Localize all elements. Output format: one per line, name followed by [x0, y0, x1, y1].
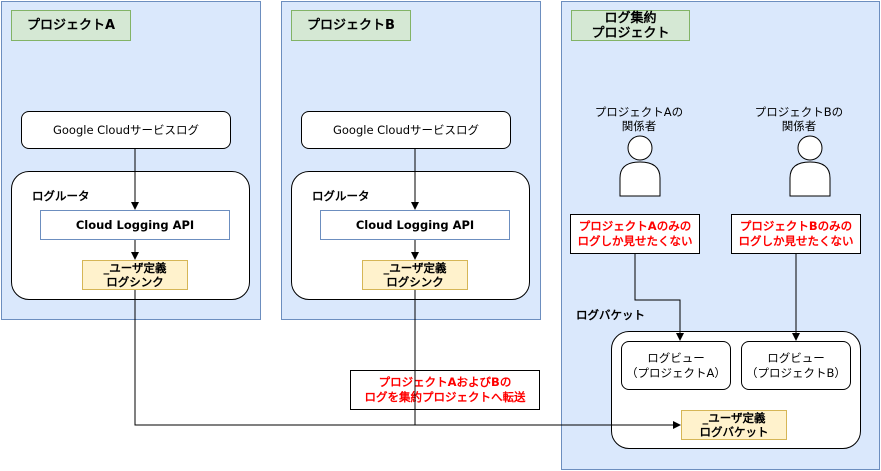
- note-a: プロジェクトAのみの ログしか見せたくない: [570, 214, 700, 254]
- project-a-log-sink: _ユーザ定義 ログシンク: [82, 260, 188, 290]
- project-b-log-sink: _ユーザ定義 ログシンク: [362, 260, 468, 290]
- transfer-note: プロジェクトAおよびBの ログを集約プロジェクトへ転送: [350, 370, 540, 410]
- user-defined-log-bucket: _ユーザ定義 ログバケット: [681, 410, 787, 440]
- arrow-a-sink-to-bucket: [134, 290, 681, 429]
- project-a-router-label: ログルータ: [32, 189, 90, 203]
- project-a-service-logs: Google Cloudサービスログ: [21, 111, 231, 149]
- person-b-icon: [789, 135, 831, 197]
- project-b-router-label: ログルータ: [312, 189, 370, 203]
- log-view-a: ログビュー （プロジェクトA）: [621, 341, 731, 390]
- project-a-logging-api: Cloud Logging API: [40, 210, 230, 240]
- project-b-title: プロジェクトB: [291, 10, 411, 41]
- project-b-logging-api: Cloud Logging API: [320, 210, 510, 240]
- person-a-icon: [619, 135, 661, 197]
- note-b: プロジェクトBのみの ログしか見せたくない: [731, 214, 861, 254]
- aggregate-project-title: ログ集約 プロジェクト: [571, 10, 690, 41]
- arrow-note-a-to-view-a: [634, 254, 684, 341]
- log-bucket-label: ログバケット: [576, 308, 645, 322]
- person-a-label: プロジェクトAの 関係者: [594, 105, 684, 133]
- log-view-b: ログビュー （プロジェクトB）: [741, 341, 851, 390]
- project-b-service-logs: Google Cloudサービスログ: [301, 111, 511, 149]
- person-b-label: プロジェクトBの 関係者: [754, 105, 844, 133]
- project-a-title: プロジェクトA: [11, 10, 131, 41]
